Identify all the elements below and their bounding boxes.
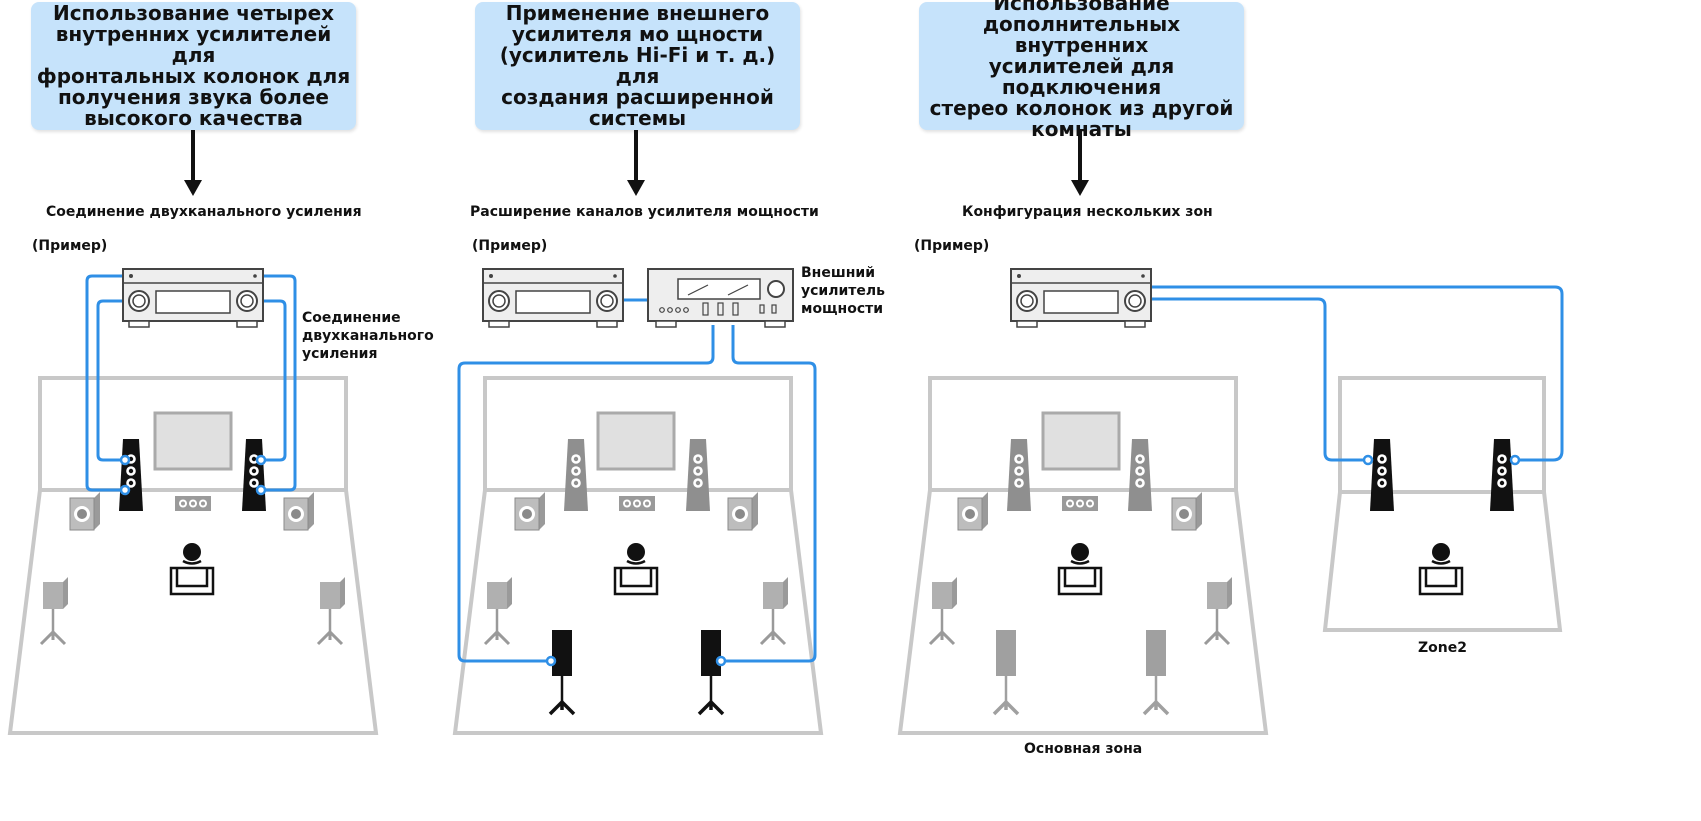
panel1-surround-left xyxy=(39,575,70,646)
panel2-sub-right xyxy=(727,491,759,531)
panel2-arrow xyxy=(627,130,645,196)
panel2-room xyxy=(452,376,824,735)
panel3-arrow xyxy=(1071,130,1089,196)
panel1-side-label: Соединение двухканального усиления xyxy=(302,310,434,362)
zone2-label: Zone2 xyxy=(1418,640,1467,656)
panel1-bi-amp-cables xyxy=(85,274,297,492)
panel3-surround-left xyxy=(928,575,959,646)
panel2-heading-box: Применение внешнего усилителя мо щности … xyxy=(475,2,800,130)
panel1-connection-label: Соединение двухканального усиления xyxy=(46,204,362,220)
panel1-front-left-speaker xyxy=(119,439,143,511)
panel2-listener xyxy=(613,541,659,596)
panel2-amp-cables xyxy=(457,298,817,663)
panel2-heading: Применение внешнего усилителя мо щности … xyxy=(499,1,776,130)
panel3-center-speaker xyxy=(1062,496,1098,511)
zone2-listener xyxy=(1418,541,1464,596)
panel2-connection-label: Расширение каналов усилителя мощности xyxy=(470,204,819,220)
panel1-arrow xyxy=(184,130,202,196)
panel2-external-amplifier xyxy=(647,268,794,328)
panel3-back-right-speaker xyxy=(1142,628,1170,716)
panel2-surround-left xyxy=(483,575,514,646)
panel1-listener xyxy=(169,541,215,596)
panel3-zone2-cables xyxy=(1150,285,1564,462)
panel3-zone2-room xyxy=(1322,376,1563,632)
panel3-front-right-speaker xyxy=(1128,439,1152,511)
main-zone-label: Основная зона xyxy=(1024,741,1143,757)
panel1-room xyxy=(7,376,379,735)
panel3-sub-right xyxy=(1171,491,1203,531)
panel2-side-label: Внешний усилитель мощности xyxy=(801,265,886,317)
zone2-left-speaker xyxy=(1370,439,1394,511)
panel2-surround-right xyxy=(759,575,790,646)
panel1-sub-left xyxy=(69,491,101,531)
panel1-heading: Использование четырех внутренних усилите… xyxy=(36,1,351,130)
panel2-front-left-speaker xyxy=(564,439,588,511)
panel3-heading-box: Использование дополнительных внутренних … xyxy=(919,0,1244,139)
panel3-surround-right xyxy=(1203,575,1234,646)
panel3-main-room xyxy=(897,376,1269,735)
panel1-center-speaker xyxy=(175,496,211,511)
panel3-sub-left xyxy=(957,491,989,531)
panel1-front-right-speaker xyxy=(242,439,266,511)
panel2-center-speaker xyxy=(619,496,655,511)
panel2-front-right-speaker xyxy=(686,439,710,511)
panel3-listener xyxy=(1057,541,1103,596)
panel1-av-receiver xyxy=(122,268,264,328)
panel1-example-label: (Пример) xyxy=(32,238,108,254)
panel2-av-receiver xyxy=(482,268,624,328)
panel1-surround-right xyxy=(316,575,347,646)
zone2-right-speaker xyxy=(1490,439,1514,511)
panel3-back-left-speaker xyxy=(992,628,1020,716)
panel2-sub-left xyxy=(514,491,546,531)
panel1-heading-box: Использование четырех внутренних усилите… xyxy=(31,2,356,130)
panel1-sub-right xyxy=(283,491,315,531)
panel3-heading: Использование дополнительных внутренних … xyxy=(929,0,1234,141)
panel3-example-label: (Пример) xyxy=(914,238,990,254)
panel2-example-label: (Пример) xyxy=(472,238,548,254)
panel3-front-left-speaker xyxy=(1007,439,1031,511)
panel2-back-right-speaker xyxy=(697,628,725,716)
panel2-back-left-speaker xyxy=(548,628,576,716)
panel3-av-receiver xyxy=(1010,268,1152,328)
panel3-connection-label: Конфигурация нескольких зон xyxy=(962,204,1213,220)
